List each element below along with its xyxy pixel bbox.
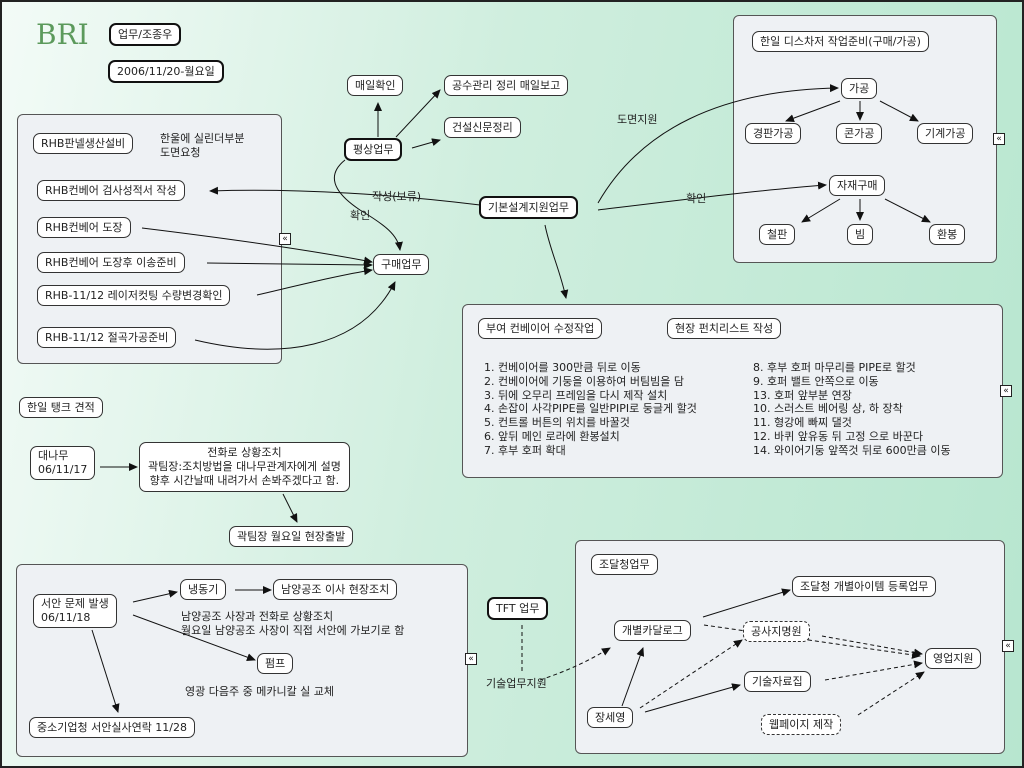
date-node[interactable]: 2006/11/20-월요일	[108, 60, 224, 83]
tft-link-label: 기술업무지원	[486, 677, 547, 690]
list-item: 10. 스러스트 베어링 상, 하 장착	[753, 402, 903, 416]
call-line: 전화로 상황조치	[207, 446, 282, 459]
seoan-problem-node[interactable]: 서안 문제 발생 06/11/18	[33, 594, 117, 628]
hanil-collapse-button[interactable]: «	[993, 133, 1005, 145]
webpage-node[interactable]: 웹페이지 제작	[761, 714, 842, 735]
list-item: 9. 호퍼 밸트 안쪽으로 이동	[753, 374, 879, 388]
procurement-collapse-button[interactable]: «	[1002, 640, 1014, 652]
construction-node[interactable]: 공사지명원	[743, 621, 810, 642]
daenamu-name: 대나무	[38, 449, 69, 462]
processing-child[interactable]: 기계가공	[917, 123, 974, 144]
conveyor-collapse-button[interactable]: «	[1000, 385, 1012, 397]
label-drawing-support: 도면지원	[617, 113, 658, 126]
freezer-node[interactable]: 냉동기	[180, 579, 227, 600]
link-main-conveyor	[544, 224, 569, 299]
pump-note: 영광 다음주 중 메카니칼 실 교체	[185, 685, 335, 698]
seoan-collapse-button[interactable]: «	[465, 653, 477, 665]
list-item: 1. 컨베이어를 300만큼 뒤로 이동	[484, 361, 641, 374]
rhb-item[interactable]: RHB-11/12 절곡가공준비	[37, 327, 177, 348]
material-child[interactable]: 빔	[847, 224, 874, 245]
procurement-title-node[interactable]: 조달청업무	[591, 554, 658, 575]
daenamu-date: 06/11/17	[38, 463, 88, 476]
rhb-note-line: 한울에 실린더부분	[160, 132, 245, 145]
pump-node[interactable]: 펌프	[257, 653, 294, 674]
list-item: 14. 와이어기둥 앞쪽것 뒤로 600만큼 이동	[753, 443, 951, 457]
note-line: 남양공조 사장과 전화로 상황조치	[181, 610, 334, 623]
label-confirm-left: 확인	[350, 209, 371, 222]
list-item: 11. 형강에 빠찌 댈것	[753, 416, 852, 430]
namyang-note: 남양공조 사장과 전화로 상황조치 월요일 남양공조 사장이 직접 서안에 가보…	[181, 610, 404, 638]
logo: BRI	[36, 18, 89, 51]
techdata-node[interactable]: 기술자료집	[744, 671, 811, 692]
hanil-title-node[interactable]: 한일 디스차저 작업준비(구매/가공)	[752, 31, 929, 52]
link-pyeongsang-report	[395, 89, 441, 138]
conveyor-title-node[interactable]: 부여 컨베이어 수정작업	[478, 318, 603, 339]
call-line: 곽팀장:조치방법을 대나무관계자에게 설명	[148, 460, 341, 473]
departure-node[interactable]: 곽팀장 월요일 현장출발	[229, 526, 354, 547]
list-item: 3. 뒤에 오무리 프레임을 다시 제작 설치	[484, 388, 668, 402]
daily-check-node[interactable]: 매일확인	[347, 75, 404, 96]
register-node[interactable]: 조달청 개별아이템 등록업무	[792, 576, 937, 597]
material-child[interactable]: 철판	[759, 224, 796, 245]
person-node[interactable]: 장세영	[587, 707, 634, 728]
processing-child[interactable]: 콘가공	[836, 123, 883, 144]
label-write-hold: 작성(보류)	[372, 190, 422, 203]
list-item: 4. 손잡이 사각PIPE를 일반PIPI로 둥글게 할것	[484, 402, 697, 416]
link-pyeongsang-news	[411, 138, 441, 149]
tank-title-node[interactable]: 한일 탱크 견적	[19, 397, 103, 418]
news-node[interactable]: 건설신문정리	[444, 117, 521, 138]
main-node[interactable]: 기본설계지원업무	[479, 196, 578, 219]
list-item: 12. 바퀴 앞유동 뒤 고정 으로 바꾼다	[753, 429, 924, 443]
link-pyeongsang-purchase	[333, 159, 403, 251]
schedule-report-node[interactable]: 공수관리 정리 매일보고	[444, 75, 569, 96]
list-item: 8. 후부 호퍼 마무리를 PIPE로 할것	[753, 361, 916, 374]
rhb-item[interactable]: RHB컨베어 도장	[37, 217, 131, 238]
note-line: 월요일 남양공조 사장이 직접 서안에 가보기로 함	[181, 624, 405, 637]
sales-node[interactable]: 영업지원	[925, 648, 982, 669]
conveyor-list-right: 8. 후부 호퍼 마무리를 PIPE로 할것 9. 호퍼 밸트 안쪽으로 이동 …	[753, 361, 951, 458]
material-child[interactable]: 환봉	[929, 224, 966, 245]
conveyor-list-left: 1. 컨베이어를 300만큼 뒤로 이동 2. 컨베이어에 기둥을 이용하여 버…	[484, 361, 697, 458]
list-item: 13. 호퍼 앞부분 연장	[753, 388, 852, 402]
owner-node[interactable]: 업무/조종우	[109, 23, 182, 46]
processing-node[interactable]: 가공	[841, 78, 878, 99]
list-item: 5. 컨트롤 버튼의 위치를 바꿀것	[484, 416, 630, 430]
sme-node[interactable]: 중소기업청 서안실사연락 11/28	[29, 717, 196, 738]
rhb-note: 한울에 실린더부분 도면요청	[160, 132, 244, 160]
list-item: 2. 컨베이어에 기둥을 이용하여 버팀빔을 담	[484, 374, 685, 388]
label-confirm-right: 확인	[686, 192, 707, 205]
problem-date: 06/11/18	[41, 611, 91, 624]
call-node[interactable]: 전화로 상황조치 곽팀장:조치방법을 대나무관계자에게 설명 향후 시간날때 내…	[139, 442, 350, 492]
pyeongsang-node[interactable]: 평상업무	[344, 138, 403, 161]
rhb-note-line: 도면요청	[160, 146, 201, 159]
namyang-action-node[interactable]: 남양공조 이사 현장조치	[273, 579, 398, 600]
rhb-item[interactable]: RHB-11/12 레이저컷팅 수량변경확인	[37, 285, 231, 306]
material-node[interactable]: 자재구매	[829, 175, 886, 196]
purchase-node[interactable]: 구매업무	[373, 254, 430, 275]
rhb-item[interactable]: RHB판넬생산설비	[33, 133, 134, 154]
list-item: 6. 앞뒤 메인 로라에 환봉설치	[484, 429, 620, 443]
link-call-departure	[282, 493, 298, 523]
rhb-item[interactable]: RHB컨베어 도장후 이송준비	[37, 252, 185, 273]
catalog-node[interactable]: 개별카달로그	[614, 620, 691, 641]
list-item: 7. 후부 호퍼 확대	[484, 443, 566, 457]
tft-node[interactable]: TFT 업무	[487, 597, 549, 620]
rhb-collapse-button[interactable]: «	[279, 233, 291, 245]
punchlist-title-node[interactable]: 현장 펀치리스트 작성	[667, 318, 782, 339]
daenamu-node[interactable]: 대나무 06/11/17	[30, 446, 96, 480]
rhb-item[interactable]: RHB컨베어 검사성적서 작성	[37, 180, 185, 201]
problem-title: 서안 문제 발생	[41, 597, 109, 610]
call-line: 향후 시간날때 내려가서 손봐주겠다고 함.	[149, 474, 340, 487]
processing-child[interactable]: 경판가공	[745, 123, 802, 144]
